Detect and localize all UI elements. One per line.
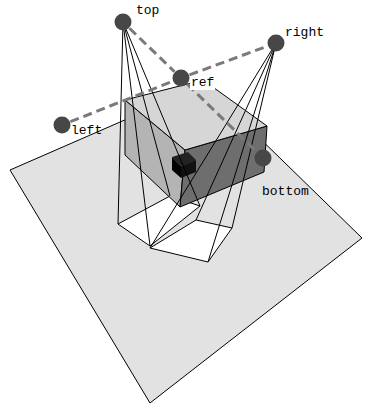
camera-node: bottom (254, 149, 272, 167)
camera-node: left (53, 116, 71, 134)
dashed-baseline (129, 28, 174, 71)
camera-node: ref (172, 69, 190, 87)
dashed-baseline (187, 84, 256, 151)
camera-dot (54, 117, 71, 134)
camera-label: ref (190, 76, 215, 90)
camera-node: right (267, 34, 285, 52)
camera-dot (255, 150, 272, 167)
view-footprint (150, 220, 232, 262)
dashed-baseline (189, 46, 267, 75)
small-cube (172, 157, 181, 178)
camera-dot (53, 116, 71, 134)
camera-dot (268, 35, 285, 52)
camera-dot (172, 69, 190, 87)
camera-dot (173, 70, 190, 87)
camera-label: left (70, 124, 103, 138)
camera-label: right (284, 26, 325, 40)
view-frustum-lines (118, 22, 276, 262)
camera-label: top (135, 4, 160, 18)
camera-dot (114, 13, 132, 31)
camera-dot (254, 149, 272, 167)
camera-label: bottom (261, 185, 310, 199)
dashed-baseline (70, 81, 172, 121)
camera-node: top (114, 13, 132, 31)
camera-dot (267, 34, 285, 52)
small-cube (181, 160, 196, 178)
camera-dot (115, 14, 132, 31)
